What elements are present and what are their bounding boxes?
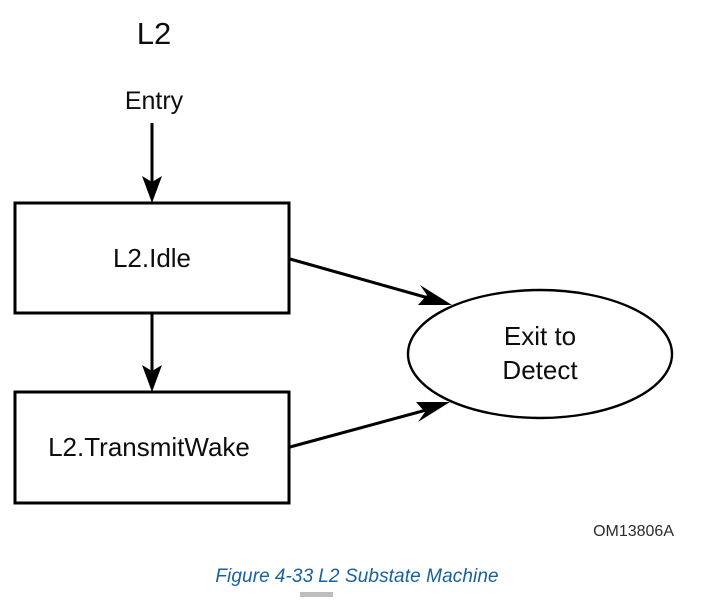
entry-label: Entry [125,87,184,115]
state-node-label: L2.Idle [113,243,191,273]
arrow-head-icon [142,365,162,392]
edge-entry-to-idle [142,123,162,203]
figure-caption: Figure 4-33 L2 Substate Machine [0,560,714,594]
state-node-l2-idle[interactable]: L2.Idle [13,201,291,315]
figure-caption-title: L2 Substate Machine [318,566,499,587]
exit-node-label-line1: Exit to [504,321,576,351]
exit-node-label-line2: Detect [502,355,578,385]
state-node-label: L2.TransmitWake [48,432,250,462]
om-reference-code: OM13806A [593,523,674,540]
arrow-head-icon [418,285,452,305]
figure-caption-label: Figure [215,566,270,587]
edge-idle-to-transmitwake [142,313,162,392]
edge-transmitwake-to-exit [289,402,450,449]
arrow-head-icon [142,176,162,203]
edge-idle-to-exit [289,257,452,305]
state-node-l2-transmitwake[interactable]: L2.TransmitWake [13,390,291,505]
diagram-title: L2 [137,16,171,51]
arrow-head-icon [416,402,450,422]
state-node-exit-to-detect[interactable]: Exit to Detect [406,288,674,420]
selection-highlight-mark [300,592,333,597]
figure-caption-number: 4-33 [274,566,314,587]
